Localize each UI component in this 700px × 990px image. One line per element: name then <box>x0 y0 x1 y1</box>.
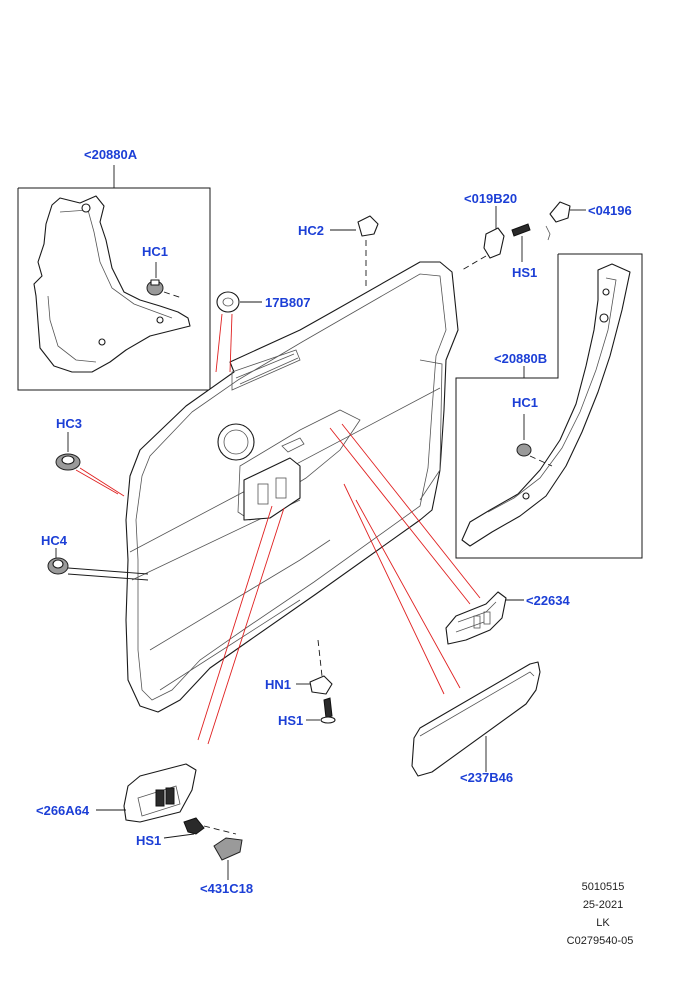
callout-hc2: HC2 <box>298 223 324 238</box>
callout-hs1-mid: HS1 <box>278 713 303 728</box>
callout-20880b: <20880B <box>494 351 547 366</box>
door-trim-panel <box>125 261 459 713</box>
screw-hs1-bottom-icon <box>163 817 237 839</box>
callout-04196: <04196 <box>588 203 632 218</box>
washer-17b807-icon <box>215 291 262 373</box>
callout-22634: <22634 <box>526 593 571 608</box>
inset-20880b <box>455 253 643 559</box>
callout-hc1-left: HC1 <box>142 244 168 259</box>
callout-20880a: <20880A <box>84 147 138 162</box>
hc4-clip-icon <box>47 548 149 581</box>
callout-019b20: <019B20 <box>464 191 517 206</box>
callout-hc4: HC4 <box>41 533 68 548</box>
nut-hn1-icon <box>296 639 333 695</box>
switch-266a64-icon <box>96 505 285 823</box>
callout-hs1-top: HS1 <box>512 265 537 280</box>
meta-drawing-no: C0279540-05 <box>567 935 634 947</box>
callout-237b46: <237B46 <box>460 770 513 785</box>
screw-hs1-top-icon <box>511 223 531 262</box>
screw-hs1-mid-icon <box>306 697 336 724</box>
callout-17b807: 17B807 <box>265 295 311 310</box>
callout-266a64: <266A64 <box>36 803 90 818</box>
handle-22634-icon <box>329 423 524 645</box>
callout-hc1-right: HC1 <box>512 395 538 410</box>
inset-20880a <box>17 165 211 391</box>
bracket-019b20-icon <box>461 206 505 271</box>
hc3-clip-icon <box>55 432 125 497</box>
hc1-clip-left-icon <box>146 262 183 299</box>
callout-431c18: <431C18 <box>200 881 253 896</box>
pad-237b46-icon <box>343 483 541 777</box>
meta-initials: LK <box>596 917 610 929</box>
cover-431c18-icon <box>213 837 243 880</box>
hc2-clip-icon <box>330 215 379 286</box>
hc1-clip-right-icon <box>516 414 553 467</box>
callout-hc3: HC3 <box>56 416 82 431</box>
meta-ref: 5010515 <box>582 881 625 893</box>
meta-date: 25-2021 <box>583 899 623 911</box>
callout-hn1: HN1 <box>265 677 291 692</box>
callout-hs1-bottom: HS1 <box>136 833 161 848</box>
clip-04196-icon <box>545 201 586 241</box>
